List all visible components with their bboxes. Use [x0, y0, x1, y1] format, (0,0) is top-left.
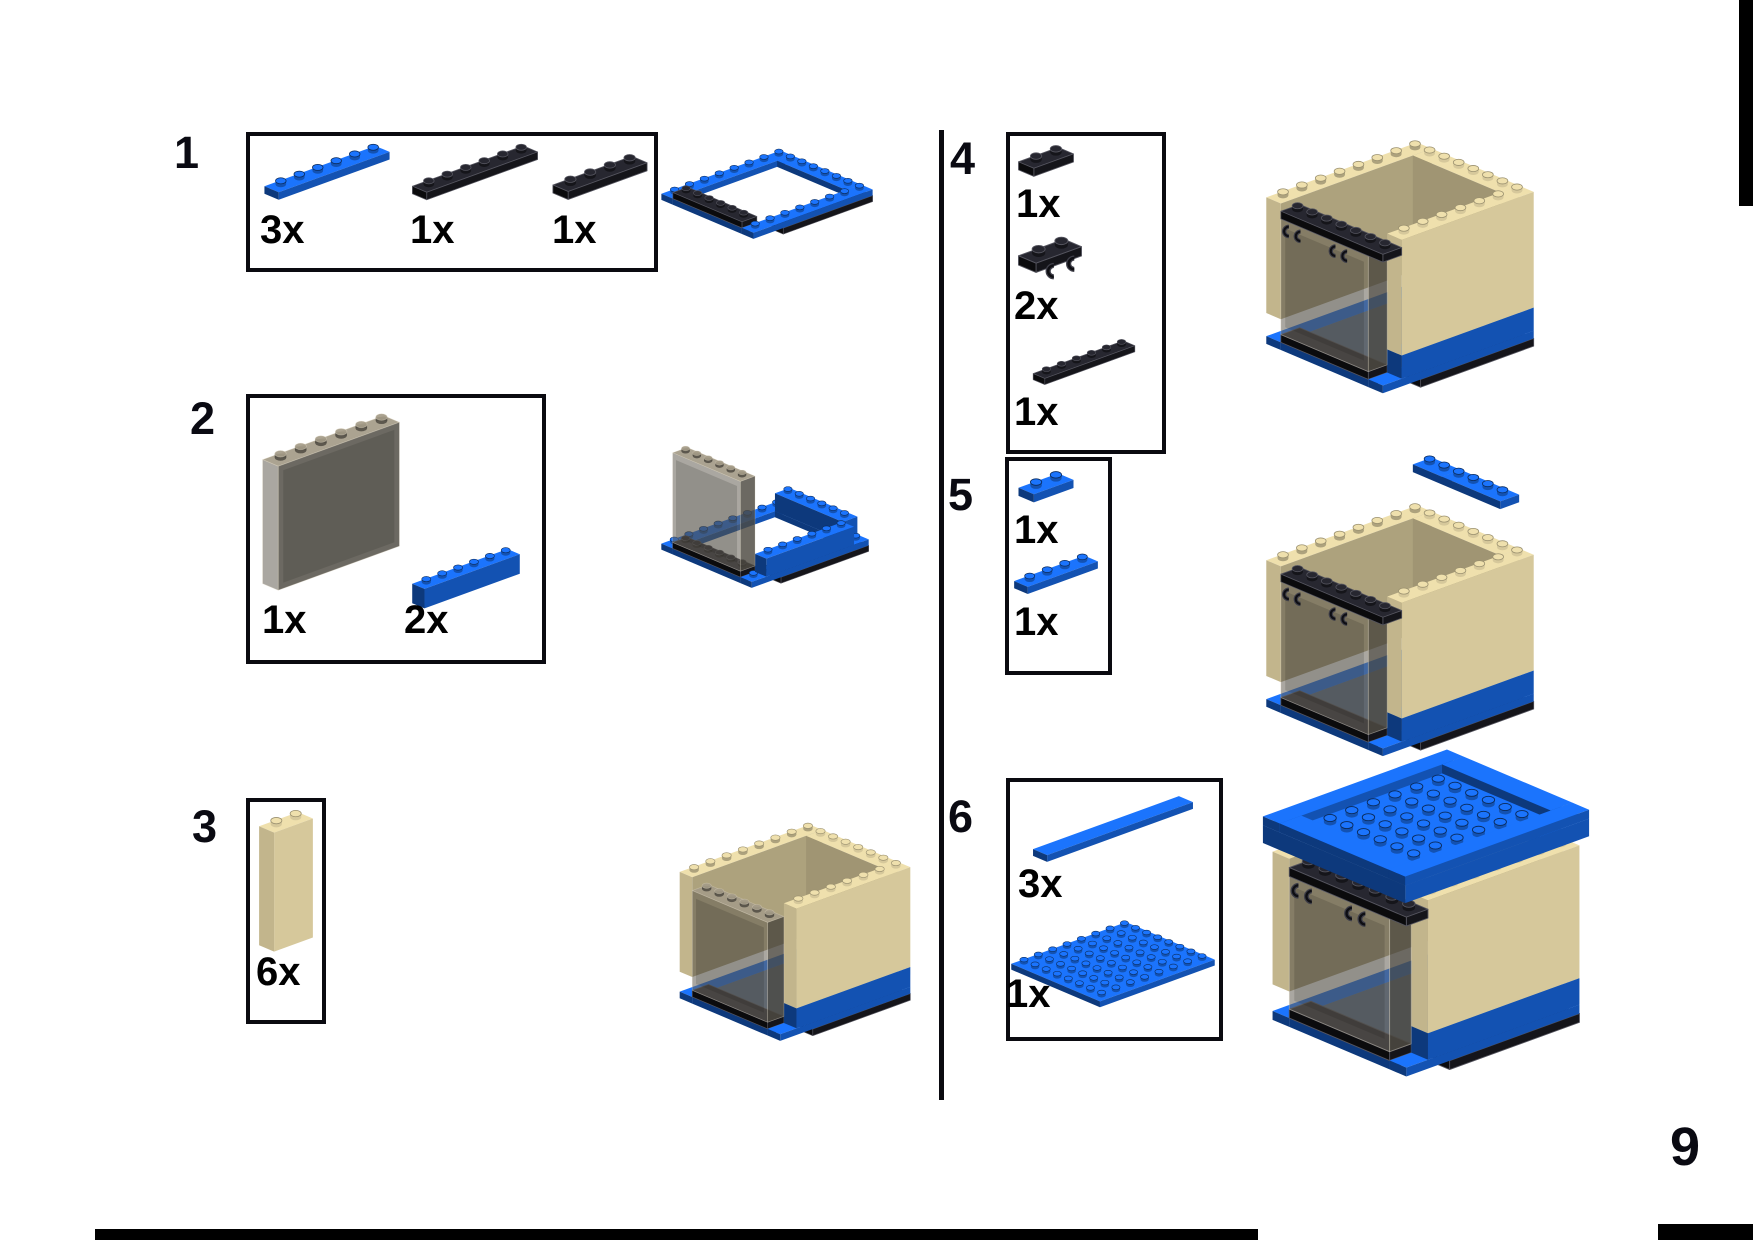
piece-trans-panel-icon — [262, 413, 400, 591]
step-number-3: 3 — [192, 801, 218, 852]
piece-black-plate-1x4-icon — [552, 154, 648, 200]
assembly-step-2 — [661, 445, 869, 588]
piece-black-plate-1x6-icon — [412, 143, 538, 201]
piece-blue-plate-1x2-icon — [1018, 471, 1074, 503]
piece-blue-plate-8x8-icon — [1011, 920, 1215, 1008]
qty-label: 1x — [552, 208, 597, 252]
assembly-step-4 — [1266, 140, 1535, 394]
qty-label: 2x — [404, 598, 449, 642]
qty-label: 3x — [260, 208, 305, 252]
qty-label: 3x — [1018, 862, 1063, 906]
assembly-step-5 — [1266, 455, 1535, 757]
qty-label: 1x — [1014, 508, 1059, 552]
piece-black-plate-1x2-icon — [1018, 145, 1074, 177]
step-1-parts-box — [246, 132, 658, 272]
qty-label: 1x — [1006, 972, 1051, 1016]
piece-black-plate-1x6-icon — [1032, 339, 1136, 385]
step-4-parts-box — [1006, 132, 1166, 454]
step-number-1: 1 — [174, 127, 200, 178]
qty-label: 1x — [262, 598, 307, 642]
piece-blue-plate-1x4-icon — [1014, 553, 1098, 595]
assembly-step-3 — [679, 822, 911, 1041]
piece-blue-tile-1x8-icon — [1033, 796, 1193, 862]
step-number-4: 4 — [950, 133, 976, 184]
qty-label: 2x — [1014, 284, 1059, 328]
step-number-5: 5 — [948, 469, 974, 520]
assembly-step-6 — [1262, 749, 1590, 1077]
qty-label: 6x — [256, 950, 301, 994]
piece-blue-plate-1x6-icon — [264, 143, 390, 200]
qty-label: 1x — [1016, 182, 1061, 226]
bottom-edge-bar — [95, 1229, 1258, 1240]
piece-black-clip-plate-icon — [1018, 236, 1082, 280]
column-divider-line — [939, 130, 944, 1100]
top-right-edge-bar — [1739, 0, 1753, 206]
step-number-6: 6 — [948, 791, 974, 842]
qty-label: 1x — [1014, 390, 1059, 434]
step-number-2: 2 — [190, 393, 216, 444]
page-number: 9 — [1669, 1117, 1701, 1177]
piece-tan-brick-1x2x5-icon — [259, 810, 313, 952]
qty-label: 1x — [410, 208, 455, 252]
assembly-step-1 — [661, 148, 873, 239]
qty-label: 1x — [1014, 600, 1059, 644]
bottom-right-edge-bar — [1658, 1224, 1753, 1240]
piece-blue-brick-1x6-icon — [412, 547, 520, 609]
